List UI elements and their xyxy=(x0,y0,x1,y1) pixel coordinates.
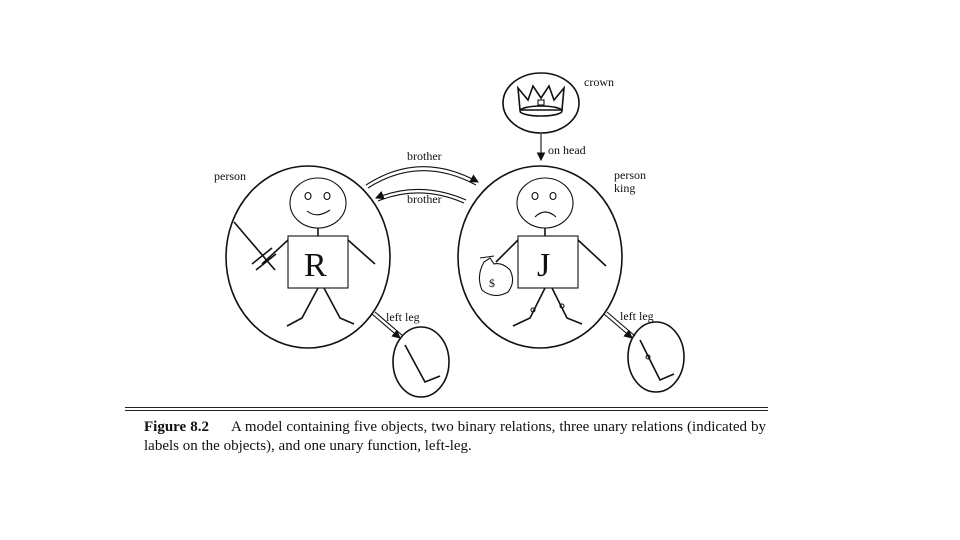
left-leg-label-right: left leg xyxy=(620,309,654,323)
king-label: king xyxy=(614,181,635,195)
crown-label: crown xyxy=(584,75,614,89)
brother-label-bottom: brother xyxy=(407,192,442,206)
figure-number: Figure 8.2 xyxy=(144,419,209,435)
caption-rule-bottom xyxy=(125,410,768,411)
figure-caption-text: A model containing five objects, two bin… xyxy=(144,419,766,454)
person-j-letter: J xyxy=(537,247,550,284)
crown-object xyxy=(503,73,579,133)
caption-rule-top xyxy=(125,407,768,408)
left-leg-label-left: left leg xyxy=(386,310,420,324)
on-head-label: on head xyxy=(548,143,586,157)
brother-arrow-top xyxy=(366,167,478,185)
money-symbol: $ xyxy=(489,276,495,290)
left-leg-object-r xyxy=(393,327,449,397)
person-label-left: person xyxy=(214,169,246,183)
person-label-right: person xyxy=(614,168,646,182)
money-bag-icon xyxy=(479,258,512,296)
brother-label-top: brother xyxy=(407,149,442,163)
left-leg-object-j xyxy=(628,322,684,392)
person-r-letter: R xyxy=(304,247,327,284)
